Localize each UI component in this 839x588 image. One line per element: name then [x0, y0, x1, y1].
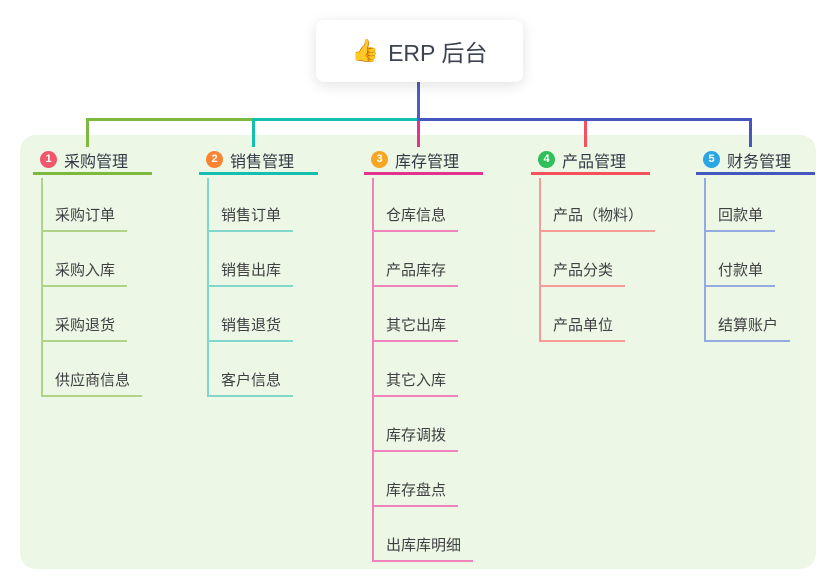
branch-spine	[704, 178, 706, 340]
branch-number-badge: 4	[538, 151, 555, 168]
connector-vertical-branch-3	[417, 118, 420, 147]
connector-vertical-branch-5	[749, 118, 752, 147]
connector-root-trunk	[417, 82, 420, 121]
child-node[interactable]: 产品（物料）	[539, 204, 656, 232]
connector-vertical-branch-2	[252, 118, 255, 147]
child-node[interactable]: 结算账户	[704, 314, 791, 342]
connector-vertical-branch-4	[584, 118, 587, 147]
child-node[interactable]: 付款单	[704, 259, 776, 287]
branch-label: 销售管理	[230, 153, 295, 171]
branch-number-badge: 5	[703, 151, 720, 168]
connector-vertical-branch-1	[86, 118, 89, 147]
branch-spine	[372, 178, 374, 560]
child-node[interactable]: 其它入库	[372, 369, 459, 397]
branch-spine	[539, 178, 541, 340]
child-node[interactable]: 回款单	[704, 204, 776, 232]
child-node[interactable]: 库存调拨	[372, 424, 459, 452]
child-node[interactable]: 出库库明细	[372, 534, 474, 562]
child-node[interactable]: 仓库信息	[372, 204, 459, 232]
child-node[interactable]: 产品库存	[372, 259, 459, 287]
branch-number-badge: 3	[371, 151, 388, 168]
branch-number-badge: 1	[40, 151, 57, 168]
child-node[interactable]: 销售出库	[207, 259, 294, 287]
child-node[interactable]: 产品分类	[539, 259, 626, 287]
branch-node-5[interactable]: 5 财务管理	[696, 147, 815, 175]
branch-label: 财务管理	[727, 153, 792, 171]
child-node[interactable]: 库存盘点	[372, 479, 459, 507]
branch-number-badge: 2	[206, 151, 223, 168]
child-node[interactable]: 供应商信息	[41, 369, 143, 397]
root-node[interactable]: 👍 ERP 后台	[316, 20, 523, 82]
child-node[interactable]: 产品单位	[539, 314, 626, 342]
branch-label: 采购管理	[64, 153, 129, 171]
child-node[interactable]: 销售订单	[207, 204, 294, 232]
child-node[interactable]: 采购入库	[41, 259, 128, 287]
child-node[interactable]: 客户信息	[207, 369, 294, 397]
branch-node-3[interactable]: 3 库存管理	[364, 147, 483, 175]
child-node[interactable]: 采购退货	[41, 314, 128, 342]
thumbs-up-icon: 👍	[351, 38, 380, 63]
branch-node-1[interactable]: 1 采购管理	[33, 147, 152, 175]
branch-node-4[interactable]: 4 产品管理	[531, 147, 650, 175]
child-node[interactable]: 销售退货	[207, 314, 294, 342]
branch-label: 库存管理	[395, 153, 460, 171]
branch-label: 产品管理	[562, 153, 627, 171]
child-node[interactable]: 采购订单	[41, 204, 128, 232]
branch-node-2[interactable]: 2 销售管理	[199, 147, 318, 175]
connector-horizontal-branch-2	[253, 118, 418, 121]
connector-horizontal-branch-5-top	[418, 118, 752, 121]
child-node[interactable]: 其它出库	[372, 314, 459, 342]
mindmap-panel	[20, 135, 816, 569]
root-label: ERP 后台	[388, 40, 488, 66]
